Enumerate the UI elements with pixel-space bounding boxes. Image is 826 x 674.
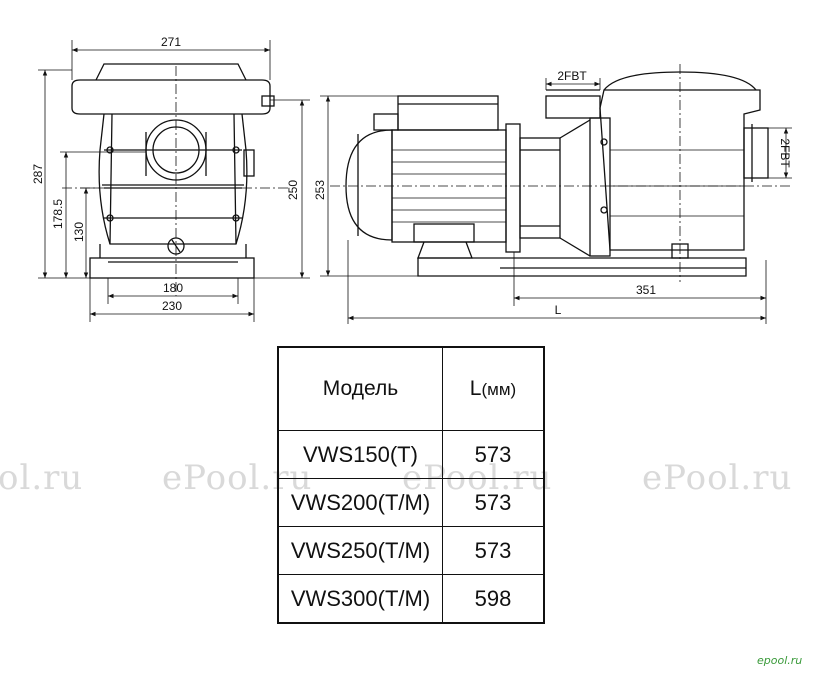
side-view <box>330 64 790 282</box>
dim-l: L <box>555 303 562 317</box>
length-cell: 573 <box>442 430 545 479</box>
pump-housing <box>599 89 761 251</box>
terminal-box <box>397 95 499 131</box>
length-cell: 573 <box>442 478 545 527</box>
front-view <box>62 63 290 296</box>
dim-351: 351 <box>636 283 656 297</box>
front-body <box>98 113 248 245</box>
dim-253: 253 <box>313 180 327 200</box>
header-length-unit: (мм) <box>481 380 517 399</box>
front-base <box>89 257 255 279</box>
model-cell: VWS250(T/M) <box>277 526 443 575</box>
model-length-table: Модель L(мм) VWS150(T) 573 VWS200(T/M) 5… <box>277 346 545 624</box>
dim-271: 271 <box>161 35 181 49</box>
corner-logo: epool.ru <box>757 654 803 667</box>
dim-178-5: 178.5 <box>51 199 65 229</box>
dim-2fbt-right: 2FBT <box>778 138 792 168</box>
front-lid <box>71 79 271 115</box>
header-model: Модель <box>277 346 443 431</box>
table-row: VWS250(T/M) 573 <box>277 526 545 575</box>
watermark-partial: ol.ru <box>0 458 84 498</box>
pump-technical-drawing: 271 287 178.5 130 250 180 230 <box>31 35 792 324</box>
table-row: VWS200(T/M) 573 <box>277 478 545 527</box>
table-row: VWS300(T/M) 598 <box>277 574 545 624</box>
length-cell: 598 <box>442 574 545 624</box>
table-row: VWS150(T) 573 <box>277 430 545 479</box>
dim-287: 287 <box>31 164 45 184</box>
model-cell: VWS200(T/M) <box>277 478 443 527</box>
dim-2fbt-top: 2FBT <box>557 69 587 83</box>
table-header-row: Модель L(мм) <box>277 346 545 431</box>
dim-180: 180 <box>163 281 183 295</box>
dim-130: 130 <box>72 222 86 242</box>
header-length: L(мм) <box>442 346 545 431</box>
side-outlet-top <box>545 95 601 119</box>
side-base <box>417 257 747 277</box>
dim-230: 230 <box>162 299 182 313</box>
length-cell: 573 <box>442 526 545 575</box>
watermark-right: ePool.ru <box>642 458 793 498</box>
motor-foot <box>417 241 473 259</box>
dim-250: 250 <box>286 180 300 200</box>
model-cell: VWS150(T) <box>277 430 443 479</box>
header-length-symbol: L <box>469 377 482 400</box>
motor-end-cap <box>345 129 393 241</box>
model-cell: VWS300(T/M) <box>277 574 443 624</box>
side-outlet-right <box>743 127 769 179</box>
